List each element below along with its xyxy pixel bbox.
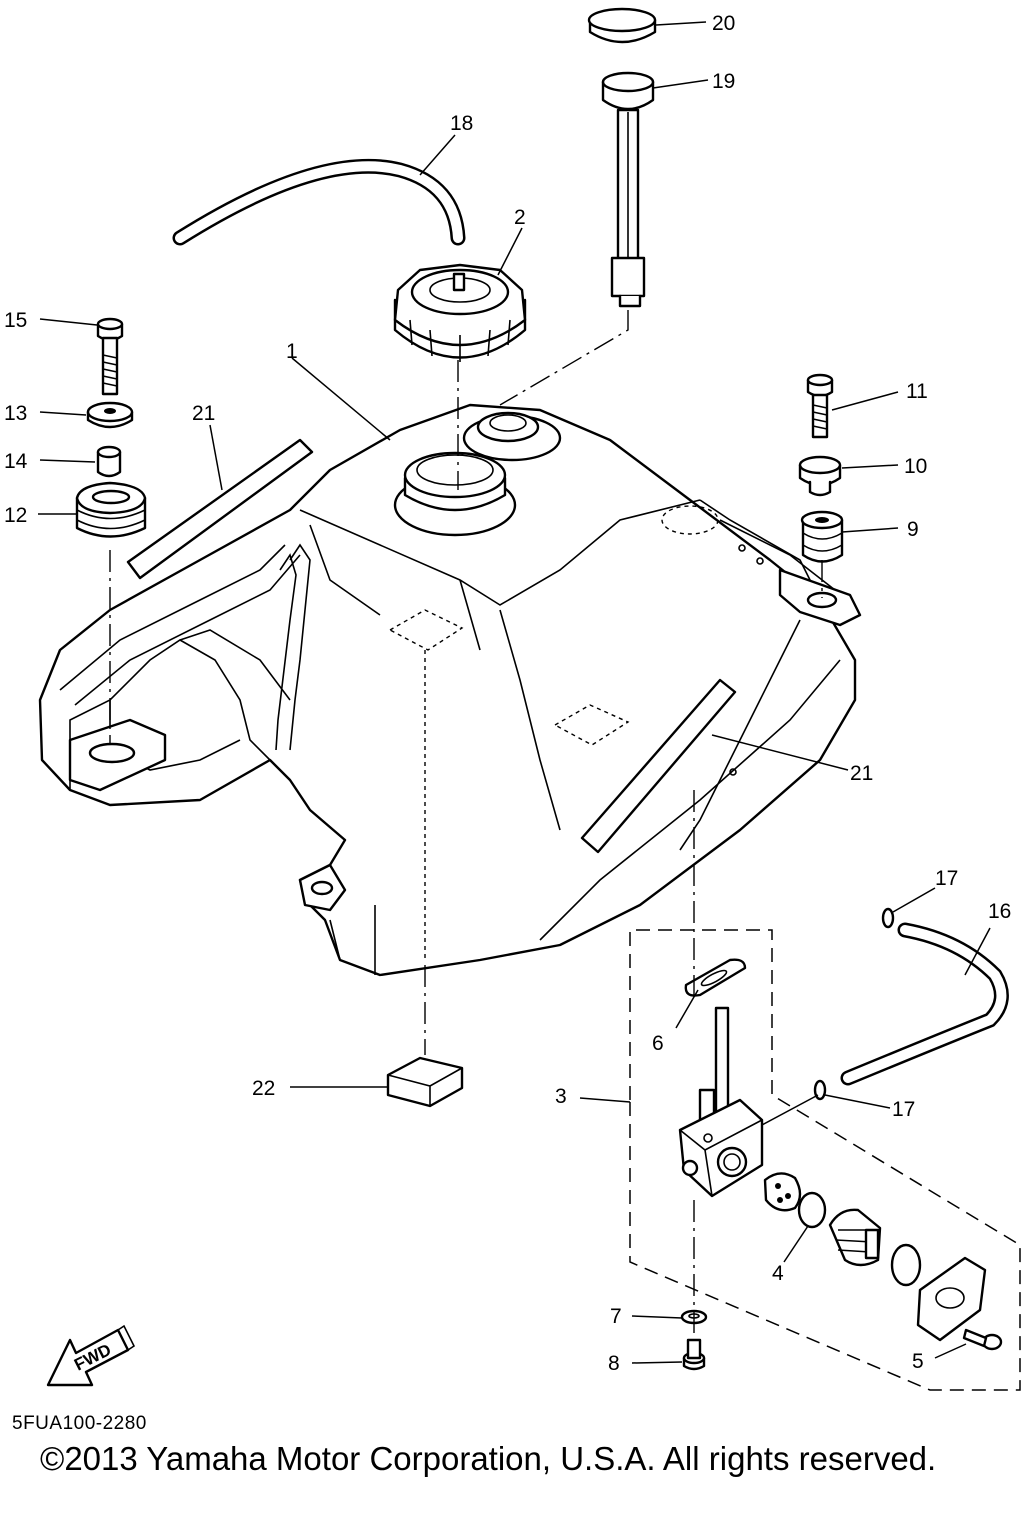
drain-bolt — [682, 1338, 706, 1371]
heat-guard-strip-right — [580, 678, 737, 854]
callout-11: 11 — [906, 380, 928, 403]
callout-17-upper: 17 — [935, 867, 958, 890]
collar-right — [798, 455, 842, 497]
alignment-lines — [109, 310, 823, 1340]
callout-10: 10 — [904, 455, 927, 478]
collar-left — [96, 445, 122, 478]
forward-direction-arrow: FWD — [46, 1324, 136, 1387]
leader-lines — [38, 21, 991, 1364]
callout-4: 4 — [772, 1262, 784, 1285]
washer-left — [86, 401, 134, 429]
callout-1: 1 — [286, 340, 298, 363]
cover-screw — [962, 1328, 1003, 1351]
callout-8: 8 — [608, 1352, 620, 1375]
callout-6: 6 — [652, 1032, 664, 1055]
bolt-left — [96, 317, 124, 396]
callout-15: 15 — [4, 309, 27, 332]
overflow-hose — [172, 158, 466, 246]
callout-13: 13 — [4, 402, 27, 425]
callout-5: 5 — [912, 1350, 924, 1373]
tank-cap-seal — [587, 7, 657, 44]
callout-labels: 1 2 3 4 5 6 7 8 9 10 11 12 13 14 15 16 1… — [4, 12, 1011, 1375]
diagram-reference-code: 5FUA100-2280 — [12, 1413, 147, 1434]
callout-7: 7 — [610, 1305, 622, 1328]
callout-22: 22 — [252, 1077, 275, 1100]
hose-clip-upper — [881, 907, 895, 929]
callout-12: 12 — [4, 504, 27, 527]
o-ring-large — [890, 1243, 922, 1287]
fuel-cock-lever — [763, 1172, 802, 1212]
heat-guard-strip-left — [126, 438, 314, 580]
callout-20: 20 — [712, 12, 735, 35]
damper-right — [800, 510, 844, 563]
copyright-notice: ©2013 Yamaha Motor Corporation, U.S.A. A… — [40, 1440, 937, 1477]
fuel-cap — [393, 263, 527, 362]
fuel-cock-cover-plate — [916, 1256, 987, 1342]
callout-19: 19 — [712, 70, 735, 93]
fuel-cock — [678, 1006, 764, 1198]
callout-9: 9 — [907, 518, 919, 541]
fuel-cock-valve — [828, 1208, 882, 1267]
bolt-right — [806, 373, 834, 439]
callout-21-left: 21 — [192, 402, 215, 425]
fuel-tank — [38, 403, 862, 977]
callout-17-lower: 17 — [892, 1098, 915, 1121]
callout-16: 16 — [988, 900, 1011, 923]
fuel-cock-assembly-box — [629, 929, 1021, 1391]
fuel-hose — [840, 922, 1009, 1086]
protector-pad — [386, 1056, 464, 1108]
callout-14: 14 — [4, 450, 28, 473]
callout-18: 18 — [450, 112, 473, 135]
callout-2: 2 — [514, 206, 526, 229]
o-ring-small — [797, 1191, 827, 1229]
damper-left — [75, 481, 147, 538]
callout-3: 3 — [555, 1085, 567, 1108]
fuel-cock-gasket — [684, 958, 747, 997]
fuel-level-sender — [601, 71, 655, 308]
callout-21-right: 21 — [850, 762, 873, 785]
